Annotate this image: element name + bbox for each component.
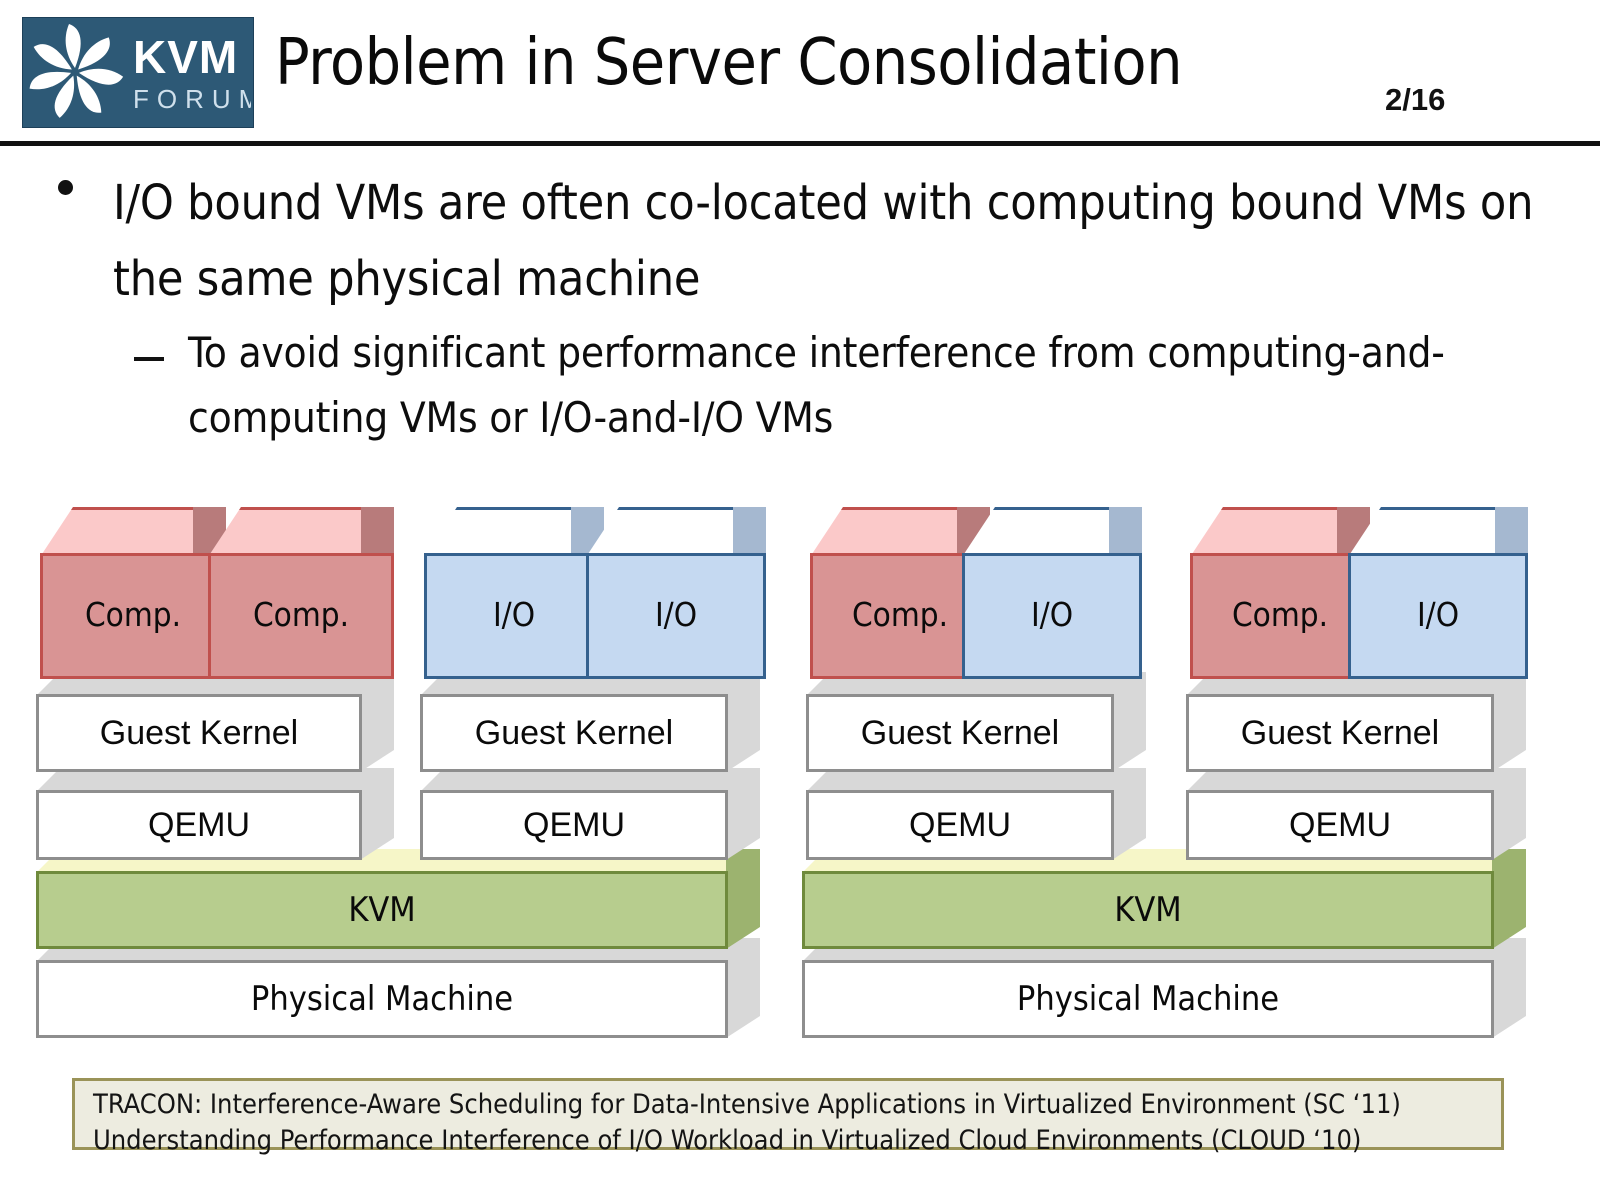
cube-front-face: I/O: [962, 553, 1142, 679]
bullet-dot-icon: [58, 180, 73, 195]
qemu-box-3: QEMU: [806, 768, 1146, 860]
slab-side-face: [360, 768, 394, 860]
guest-kernel-face-2: Guest Kernel: [420, 694, 728, 772]
vm-cube-comp-1b: Comp.: [208, 507, 394, 679]
page-number: 2/16: [1385, 82, 1446, 117]
vm-cube-io-2a: I/O: [424, 507, 604, 679]
physical-machine-box-1: Physical Machine: [36, 938, 760, 1038]
kvm-forum-logo: KVM FORUM: [22, 17, 254, 128]
qemu-box-4: QEMU: [1186, 768, 1526, 860]
guest-kernel-face-1: Guest Kernel: [36, 694, 362, 772]
kvm-box-2: KVM: [802, 849, 1526, 949]
guest-kernel-box-2: Guest Kernel: [420, 672, 760, 772]
qemu-label-4: QEMU: [1289, 805, 1391, 844]
guest-kernel-face-3: Guest Kernel: [806, 694, 1114, 772]
guest-kernel-face-4: Guest Kernel: [1186, 694, 1494, 772]
vm-cube-comp-1a: Comp.: [40, 507, 226, 679]
kvm-face-2: KVM: [802, 871, 1494, 949]
cube-front-face: Comp.: [208, 553, 394, 679]
kvm-label-1: KVM: [348, 890, 416, 930]
slab-top-face: [420, 768, 760, 792]
guest-kernel-box-4: Guest Kernel: [1186, 672, 1526, 772]
cube-front-face: Comp.: [40, 553, 226, 679]
kvm-face-1: KVM: [36, 871, 728, 949]
guest-kernel-label-4: Guest Kernel: [1240, 713, 1440, 752]
qemu-box-1: QEMU: [36, 768, 394, 860]
physical-machine-label-1: Physical Machine: [250, 979, 514, 1019]
logo-forum-text: FORUM: [133, 84, 251, 114]
physical-machine-face-2: Physical Machine: [802, 960, 1494, 1038]
footnote-line-2: Understanding Performance Interference o…: [93, 1124, 1362, 1156]
cube-front-face: I/O: [424, 553, 604, 679]
qemu-face-1: QEMU: [36, 790, 362, 860]
bullet-dash-icon: [134, 357, 164, 361]
vm-label-io-4b: I/O: [1416, 594, 1460, 634]
slab-side-face: [1492, 938, 1526, 1038]
kvm-side-face: [726, 849, 760, 949]
slide-header: KVM FORUM Problem in Server Consolidatio…: [0, 0, 1600, 146]
slab-top-face: [806, 768, 1146, 792]
page-title: Problem in Server Consolidation: [275, 26, 1183, 100]
guest-kernel-label-2: Guest Kernel: [474, 713, 674, 752]
header-divider: [0, 141, 1600, 146]
slab-side-face: [360, 672, 394, 772]
vm-cube-comp-4a: Comp.: [1190, 507, 1370, 679]
vm-cube-io-4b: I/O: [1348, 507, 1528, 679]
vm-label-comp-1b: Comp.: [252, 594, 350, 634]
vm-label-io-2b: I/O: [654, 594, 698, 634]
bullet-item-secondary: To avoid significant performance interfe…: [130, 320, 1560, 450]
cube-front-face: Comp.: [1190, 553, 1370, 679]
vm-cube-comp-3a: Comp.: [810, 507, 990, 679]
qemu-label-1: QEMU: [148, 805, 250, 844]
bullet-item-primary: I/O bound VMs are often co-located with …: [50, 166, 1550, 318]
qemu-face-2: QEMU: [420, 790, 728, 860]
slab-top-face: [1186, 768, 1526, 792]
slab-top-face: [36, 768, 394, 792]
vm-label-comp-3a: Comp.: [851, 594, 949, 634]
slab-side-face: [1112, 768, 1146, 860]
guest-kernel-label-1: Guest Kernel: [99, 713, 299, 752]
vm-label-comp-4a: Comp.: [1231, 594, 1329, 634]
slab-side-face: [1492, 672, 1526, 772]
slab-side-face: [1112, 672, 1146, 772]
cube-front-face: I/O: [1348, 553, 1528, 679]
kvm-pinwheel-logo-icon: KVM FORUM: [29, 24, 251, 118]
slab-side-face: [726, 938, 760, 1038]
footnote-line-1: TRACON: Interference-Aware Scheduling fo…: [93, 1089, 1401, 1120]
cube-front-face: I/O: [586, 553, 766, 679]
physical-machine-box-2: Physical Machine: [802, 938, 1526, 1038]
vm-cube-io-3b: I/O: [962, 507, 1142, 679]
slab-side-face: [1492, 768, 1526, 860]
kvm-box-1: KVM: [36, 849, 760, 949]
slab-side-face: [726, 768, 760, 860]
vm-label-comp-1a: Comp.: [84, 594, 182, 634]
kvm-side-face: [1492, 849, 1526, 949]
kvm-label-2: KVM: [1114, 890, 1182, 930]
qemu-label-2: QEMU: [523, 805, 625, 844]
vm-label-io-3b: I/O: [1030, 594, 1074, 634]
logo-kvm-text: KVM: [133, 31, 238, 83]
qemu-label-3: QEMU: [909, 805, 1011, 844]
qemu-face-3: QEMU: [806, 790, 1114, 860]
qemu-box-2: QEMU: [420, 768, 760, 860]
physical-machine-label-2: Physical Machine: [1016, 979, 1280, 1019]
cube-front-face: Comp.: [810, 553, 990, 679]
guest-kernel-label-3: Guest Kernel: [860, 713, 1060, 752]
guest-kernel-box-1: Guest Kernel: [36, 672, 394, 772]
reference-footnote-box: TRACON: Interference-Aware Scheduling fo…: [72, 1078, 1504, 1156]
bullet-text-secondary: To avoid significant performance interfe…: [188, 328, 1445, 443]
physical-machine-face-1: Physical Machine: [36, 960, 728, 1038]
vm-cube-io-2b: I/O: [586, 507, 766, 679]
slab-side-face: [726, 672, 760, 772]
bullet-text-primary: I/O bound VMs are often co-located with …: [113, 175, 1534, 307]
guest-kernel-box-3: Guest Kernel: [806, 672, 1146, 772]
vm-label-io-2a: I/O: [492, 594, 536, 634]
qemu-face-4: QEMU: [1186, 790, 1494, 860]
